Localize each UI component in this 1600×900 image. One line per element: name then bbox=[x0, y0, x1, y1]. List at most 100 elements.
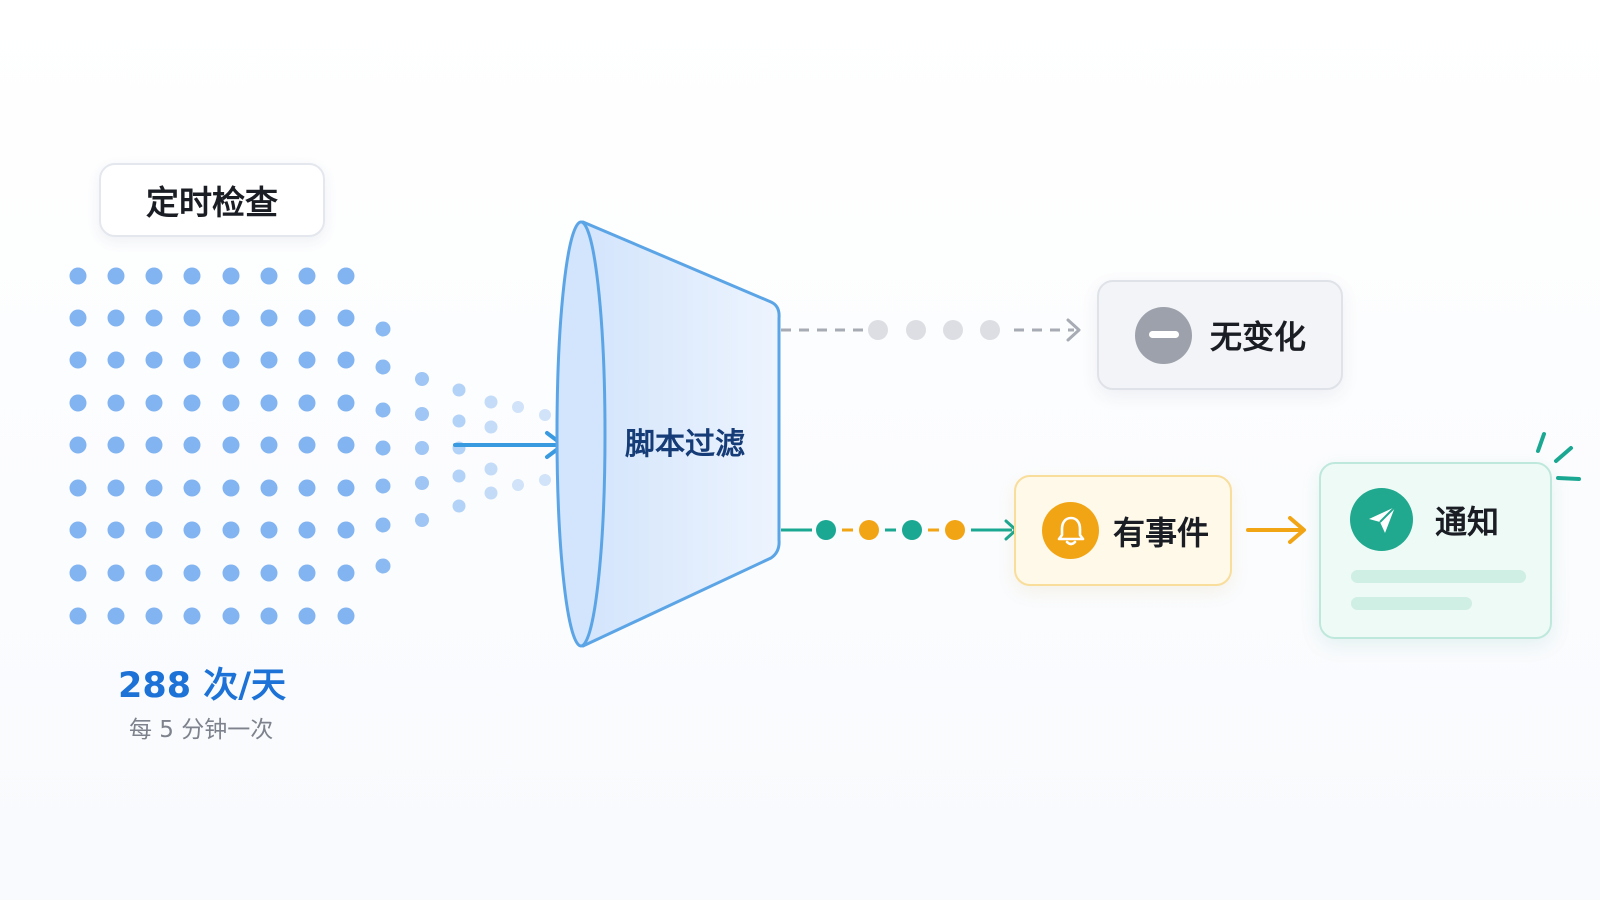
check-dot bbox=[375, 440, 391, 456]
check-dot bbox=[415, 407, 429, 421]
message-placeholder-line bbox=[1351, 597, 1472, 610]
notify-arrow bbox=[1246, 516, 1306, 544]
check-dot bbox=[260, 436, 278, 454]
check-dot bbox=[145, 267, 163, 285]
checks-per-day: 288 次/天 bbox=[118, 666, 287, 706]
check-dot bbox=[107, 479, 125, 497]
check-dot bbox=[183, 607, 201, 625]
check-dot bbox=[375, 558, 391, 574]
check-dot bbox=[222, 479, 240, 497]
check-dot bbox=[298, 564, 316, 582]
check-dot bbox=[260, 564, 278, 582]
check-dot bbox=[69, 309, 87, 327]
event-path bbox=[781, 519, 1018, 541]
check-dot bbox=[183, 309, 201, 327]
check-dot bbox=[415, 476, 429, 490]
check-dot bbox=[222, 394, 240, 412]
check-dot bbox=[145, 564, 163, 582]
check-dot bbox=[375, 321, 391, 337]
check-dot bbox=[145, 309, 163, 327]
check-dot bbox=[452, 414, 466, 428]
check-dot bbox=[145, 394, 163, 412]
check-dot bbox=[260, 267, 278, 285]
check-dot bbox=[337, 521, 355, 539]
no-change-path bbox=[781, 318, 1081, 342]
scheduled-check-label: 定时检查 bbox=[99, 163, 325, 237]
check-dot bbox=[298, 351, 316, 369]
notify-text: 通知 bbox=[1435, 502, 1500, 541]
check-dot bbox=[539, 474, 551, 486]
check-dot bbox=[298, 436, 316, 454]
check-dot bbox=[107, 267, 125, 285]
check-dot bbox=[69, 267, 87, 285]
check-interval-note: 每 5 分钟一次 bbox=[129, 717, 274, 743]
check-dot bbox=[375, 402, 391, 418]
check-dot bbox=[107, 607, 125, 625]
scheduled-check-text: 定时检查 bbox=[146, 183, 278, 222]
check-dot bbox=[260, 309, 278, 327]
check-dot bbox=[452, 469, 466, 483]
input-arrow bbox=[453, 431, 565, 459]
check-dot bbox=[222, 564, 240, 582]
check-dot bbox=[260, 607, 278, 625]
check-dot bbox=[222, 436, 240, 454]
check-dot bbox=[415, 513, 429, 527]
check-dot bbox=[512, 401, 524, 413]
has-event-text: 有事件 bbox=[1113, 513, 1210, 552]
check-dot bbox=[222, 521, 240, 539]
check-dot bbox=[484, 420, 498, 434]
check-dot bbox=[107, 521, 125, 539]
check-dot bbox=[298, 521, 316, 539]
check-dot bbox=[107, 351, 125, 369]
has-event-card: 有事件 bbox=[1014, 475, 1232, 586]
no-change-text: 无变化 bbox=[1210, 318, 1307, 356]
check-dot bbox=[375, 359, 391, 375]
filter-funnel bbox=[555, 220, 781, 648]
check-dot bbox=[145, 521, 163, 539]
check-dot bbox=[415, 372, 429, 386]
check-dot bbox=[183, 267, 201, 285]
check-dot bbox=[452, 499, 466, 513]
check-dot bbox=[337, 394, 355, 412]
check-dot bbox=[107, 309, 125, 327]
check-dot bbox=[69, 394, 87, 412]
check-dot bbox=[539, 409, 551, 421]
check-dot bbox=[337, 479, 355, 497]
check-dot bbox=[298, 309, 316, 327]
check-dot bbox=[298, 479, 316, 497]
check-dot bbox=[337, 607, 355, 625]
message-placeholder-line bbox=[1351, 570, 1526, 583]
check-dot bbox=[69, 436, 87, 454]
check-dot bbox=[375, 478, 391, 494]
check-dot bbox=[107, 394, 125, 412]
check-dot bbox=[260, 394, 278, 412]
check-dot bbox=[183, 436, 201, 454]
check-dot bbox=[145, 436, 163, 454]
check-dot bbox=[107, 436, 125, 454]
check-dot bbox=[183, 394, 201, 412]
check-dot bbox=[145, 607, 163, 625]
check-dot bbox=[69, 607, 87, 625]
check-dot bbox=[183, 351, 201, 369]
check-dot bbox=[260, 479, 278, 497]
check-dot bbox=[145, 351, 163, 369]
check-dot bbox=[337, 309, 355, 327]
check-dot bbox=[183, 564, 201, 582]
check-dot bbox=[484, 395, 498, 409]
check-dot bbox=[183, 479, 201, 497]
bell-icon bbox=[1042, 502, 1099, 559]
check-dot bbox=[222, 267, 240, 285]
check-dot bbox=[145, 479, 163, 497]
check-dot bbox=[69, 521, 87, 539]
check-dot bbox=[337, 351, 355, 369]
check-dot bbox=[260, 521, 278, 539]
check-dots bbox=[69, 267, 578, 625]
check-dot bbox=[260, 351, 278, 369]
no-change-card: 无变化 bbox=[1097, 280, 1343, 390]
check-dot bbox=[69, 351, 87, 369]
check-dot bbox=[222, 351, 240, 369]
check-dot bbox=[69, 564, 87, 582]
sparkle-lines bbox=[1536, 432, 1581, 481]
check-dot bbox=[375, 517, 391, 533]
